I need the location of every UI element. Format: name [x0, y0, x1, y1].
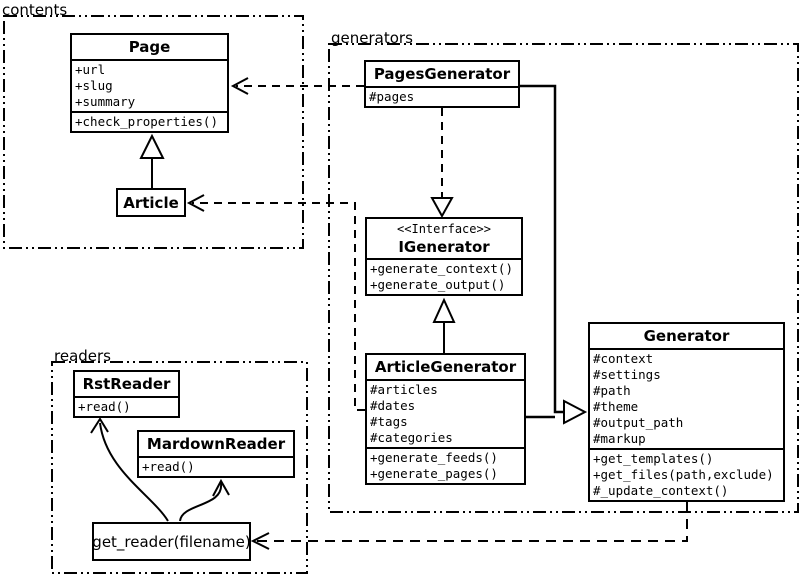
- class-box-igenerator: <<Interface>> IGenerator +generate_conte…: [365, 217, 523, 296]
- igenerator-methods: +generate_context() +generate_output(): [367, 258, 521, 294]
- open-arrowhead-at-rstreader: [90, 417, 109, 434]
- inheritance-triangle-at-igenerator: [432, 297, 456, 323]
- attribute-line: +summary: [75, 94, 136, 109]
- class-box-mardownreader: MardownReader +read(): [137, 430, 295, 478]
- pagesgenerator-attributes: #pages: [366, 86, 518, 106]
- generators-package-label: generators: [331, 29, 413, 47]
- class-box-article: Article: [116, 188, 186, 217]
- attribute-line: +slug: [75, 78, 113, 93]
- attribute-line: +url: [75, 62, 106, 77]
- attribute-line: #categories: [370, 430, 453, 445]
- method-line: +read(): [78, 399, 131, 414]
- method-line: +read(): [142, 459, 195, 474]
- class-box-page: Page +url +slug +summary +check_properti…: [70, 33, 229, 133]
- curved-arrow-getreader-to-rstreader: [99, 422, 169, 522]
- method-line: +generate_output(): [370, 277, 506, 292]
- inheritance-triangle-article-to-page: [139, 133, 165, 159]
- articlegenerator-attributes: #articles #dates #tags #categories: [367, 379, 524, 447]
- class-title-igenerator: IGenerator: [398, 238, 490, 256]
- method-line: +get_files(path,exclude): [593, 467, 774, 482]
- attribute-line: #context: [593, 351, 654, 366]
- class-box-rstreader: RstReader +read(): [73, 370, 180, 418]
- class-title-pagesgenerator: PagesGenerator: [373, 65, 511, 83]
- dependency-line-articlegenerator-to-article: [192, 202, 365, 411]
- function-box-getreader: get_reader(filename): [92, 522, 251, 561]
- method-line: #_update_context(): [593, 483, 729, 498]
- getreader-label: get_reader(filename): [92, 532, 251, 551]
- open-arrowhead-at-page: [230, 77, 249, 95]
- open-arrowhead-at-getreader: [250, 532, 270, 550]
- inheritance-triangle-at-generator: [563, 399, 588, 425]
- articlegenerator-methods: +generate_feeds() +generate_pages(): [367, 447, 524, 483]
- class-box-articlegenerator: ArticleGenerator #articles #dates #tags …: [365, 353, 526, 485]
- generator-methods: +get_templates() +get_files(path,exclude…: [590, 448, 783, 500]
- attribute-line: #articles: [370, 382, 438, 397]
- method-line: +get_templates(): [593, 451, 714, 466]
- contents-package-label: contents: [2, 1, 68, 19]
- dependency-line-generator-to-getreader: [257, 502, 688, 542]
- class-title-articlegenerator: ArticleGenerator: [374, 358, 517, 376]
- method-line: +generate_feeds(): [370, 450, 498, 465]
- contents-package-frame: [3, 15, 304, 249]
- rstreader-methods: +read(): [75, 396, 178, 416]
- inheritance-line-pagesgenerator-to-generator: [520, 84, 564, 414]
- method-line: +generate_pages(): [370, 466, 498, 481]
- class-title-page: Page: [128, 38, 171, 56]
- method-line: +check_properties(): [75, 114, 218, 129]
- attribute-line: #markup: [593, 431, 646, 446]
- attribute-line: #tags: [370, 414, 408, 429]
- class-box-pagesgenerator: PagesGenerator #pages: [364, 60, 520, 108]
- class-title-generator: Generator: [643, 327, 730, 345]
- open-arrowhead-at-mardownreader: [212, 478, 230, 497]
- class-title-mardownreader: MardownReader: [146, 435, 286, 453]
- class-title-article: Article: [123, 193, 179, 212]
- attribute-line: #output_path: [593, 415, 684, 430]
- attribute-line: #settings: [593, 367, 661, 382]
- attribute-line: #pages: [369, 89, 415, 104]
- attribute-line: #theme: [593, 399, 639, 414]
- mardownreader-methods: +read(): [139, 456, 293, 476]
- open-arrowhead-at-article: [186, 194, 205, 212]
- realization-triangle-at-igenerator: [430, 197, 454, 219]
- attribute-line: #dates: [370, 398, 416, 413]
- readers-package-label: readers: [54, 347, 111, 365]
- page-attributes: +url +slug +summary: [72, 59, 227, 111]
- class-title-rstreader: RstReader: [82, 375, 171, 393]
- curved-arrow-getreader-to-mardownreader: [179, 482, 223, 522]
- method-line: +generate_context(): [370, 261, 513, 276]
- page-methods: +check_properties(): [72, 111, 227, 131]
- attribute-line: #path: [593, 383, 631, 398]
- generators-package-frame: [328, 43, 799, 513]
- igenerator-stereotype: <<Interface>>: [397, 222, 491, 236]
- generator-attributes: #context #settings #path #theme #output_…: [590, 348, 783, 448]
- readers-package-frame: [51, 361, 308, 574]
- class-box-generator: Generator #context #settings #path #them…: [588, 322, 785, 502]
